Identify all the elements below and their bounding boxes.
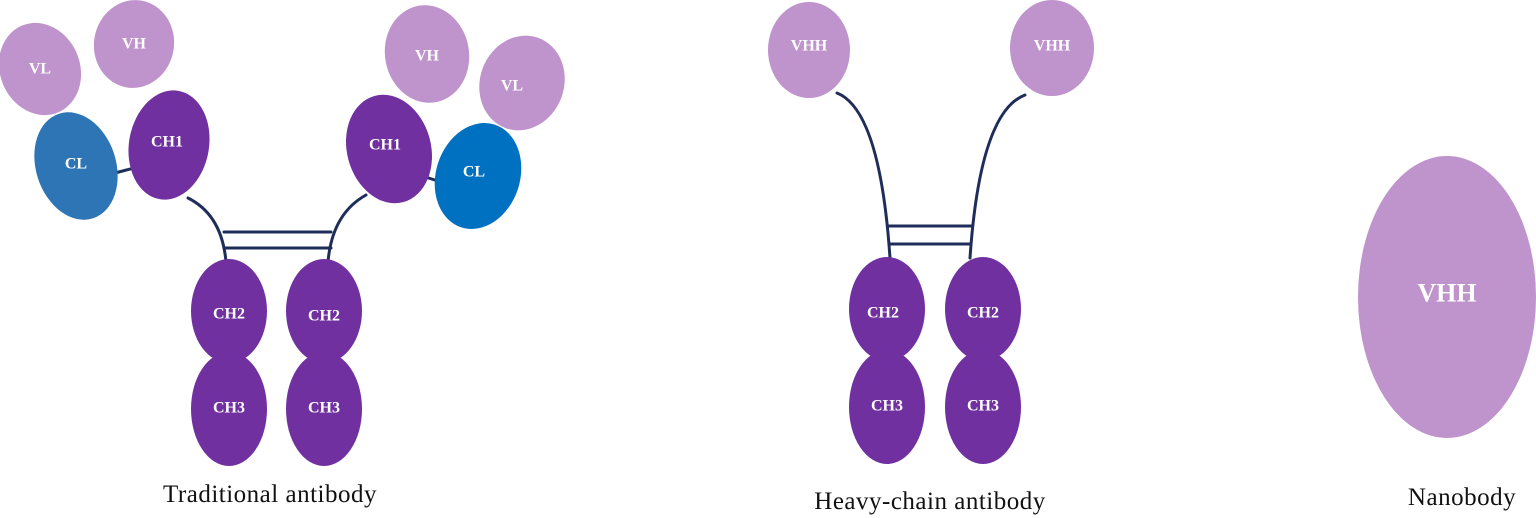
tr-ch3-left-label: CH3 (213, 400, 245, 417)
tr-vl-left-domain (0, 22, 82, 116)
hc-ch2-left-label: CH2 (867, 305, 899, 322)
hc-hinge-left (835, 91, 892, 260)
tr-ch1-left-domain (128, 90, 210, 200)
hc-ch2-right-label: CH2 (967, 305, 999, 322)
nanobody: VHH Nanobody (1358, 156, 1536, 511)
hc-ch3-left-label: CH3 (871, 398, 903, 415)
hc-vhh-left-domain (768, 2, 850, 98)
tr-hinge-left (186, 196, 228, 264)
hc-vhh-right-domain (1010, 0, 1094, 96)
tr-ch2-left-label: CH2 (213, 306, 245, 323)
hc-vhh-left-label: VHH (791, 38, 828, 55)
tr-ch2-right-domain (286, 259, 362, 363)
hc-ch2-left-domain (849, 257, 925, 361)
tr-vh-left-label: VH (122, 36, 147, 53)
tr-ch2-left-domain (191, 259, 267, 363)
tr-vl-left-label: VL (29, 61, 51, 78)
tr-cl-left-domain (34, 112, 118, 220)
tr-ch3-right-label: CH3 (308, 400, 340, 417)
tr-hinge-right (326, 193, 368, 264)
hc-ch3-left-domain (849, 350, 925, 464)
traditional-antibody: VL VH CL CH1 VH VL CH1 CL CH3 CH3 CH2 CH… (0, 0, 565, 508)
hc-ch3-right-label: CH3 (967, 398, 999, 415)
hc-ch3-right-domain (945, 350, 1021, 464)
tr-cl-right-label: CL (463, 164, 485, 181)
nb-vhh-domain (1358, 156, 1536, 438)
tr-ch1-right-label: CH1 (369, 137, 401, 154)
hc-caption: Heavy-chain antibody (814, 488, 1045, 515)
nb-vhh-label: VHH (1417, 279, 1476, 308)
tr-vh-right-domain (384, 5, 470, 103)
hc-hinge-right (968, 93, 1027, 260)
nb-caption: Nanobody (1408, 484, 1516, 511)
tr-ch1-left-label: CH1 (151, 134, 183, 151)
tr-ch3-right-domain (286, 352, 362, 466)
hc-vhh-right-label: VHH (1034, 38, 1071, 55)
tr-ch2-right-label: CH2 (308, 308, 340, 325)
heavy-chain-antibody: VHH VHH CH3 CH3 CH2 CH2 Heavy-chain anti… (768, 0, 1094, 515)
tr-vh-right-label: VH (415, 48, 440, 65)
tr-vl-right-label: VL (501, 78, 523, 95)
tr-cl-right-domain (434, 123, 522, 229)
hc-ch2-right-domain (945, 257, 1021, 361)
tr-cl-left-label: CL (65, 156, 87, 173)
tr-ch1-right-domain (346, 94, 432, 204)
tr-caption: Traditional antibody (163, 481, 377, 508)
tr-vl-right-domain (479, 35, 565, 131)
tr-ch3-left-domain (191, 352, 267, 466)
tr-vh-left-domain (93, 0, 175, 88)
